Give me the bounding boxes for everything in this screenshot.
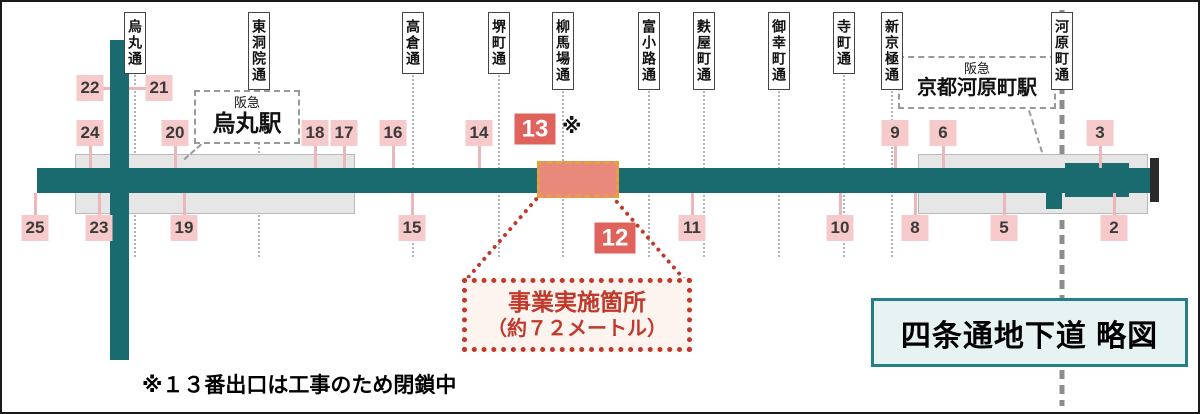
exit-stem — [477, 146, 481, 168]
station-company: 阪急 — [233, 95, 260, 110]
passage-east-end-wall — [1150, 158, 1159, 202]
street-label: 烏丸通 — [124, 12, 146, 74]
exit-stem — [838, 193, 842, 215]
exit-stem — [1002, 193, 1006, 215]
exit-stem — [1098, 146, 1102, 168]
exit-stem — [97, 193, 101, 215]
exit-stem — [342, 146, 346, 168]
callout-length: （約７２メートル） — [487, 317, 667, 340]
exit-stem — [913, 193, 917, 215]
exit-stem — [893, 146, 897, 168]
street-line — [843, 12, 845, 257]
street-label: 堺町通 — [488, 12, 510, 74]
station-name: 烏丸駅 — [212, 109, 282, 136]
street-label: 柳馬場通 — [552, 12, 574, 90]
exit-5: 5 — [990, 215, 1018, 241]
callout-title: 事業実施箇所 — [508, 289, 646, 316]
exit-stem — [129, 86, 146, 90]
station-name: 京都河原町駅 — [917, 76, 1037, 99]
street-line — [498, 12, 500, 257]
construction-callout: 事業実施箇所 （約７２メートル） — [462, 278, 692, 352]
construction-segment — [537, 161, 619, 198]
exit-stem — [88, 146, 92, 168]
map-title: 四条通地下道 略図 — [871, 298, 1188, 367]
exit-2: 2 — [1100, 215, 1128, 241]
exit-3: 3 — [1086, 120, 1114, 146]
karasuma-street-passage — [110, 40, 129, 360]
exit-10: 10 — [826, 215, 854, 241]
exit-stem — [941, 146, 945, 168]
exit-25: 25 — [21, 215, 49, 241]
exit-22: 22 — [76, 75, 104, 101]
exit-stem — [690, 193, 694, 215]
exit-19: 19 — [170, 215, 198, 241]
closed-exit-marker: ※ — [562, 116, 582, 138]
exit-9: 9 — [881, 120, 909, 146]
kawaramachi-station-label: 阪急 京都河原町駅 — [898, 56, 1056, 109]
street-label: 高倉通 — [402, 12, 424, 74]
station-company: 阪急 — [963, 61, 990, 76]
karasuma-station-label: 阪急 烏丸駅 — [194, 90, 300, 144]
exit-stem — [313, 146, 317, 168]
street-line — [648, 12, 650, 257]
exit-14: 14 — [465, 120, 493, 146]
street-label: 御幸町通 — [768, 12, 790, 90]
street-label: 富小路通 — [638, 12, 660, 90]
map-title-text: 四条通地下道 略図 — [900, 319, 1159, 353]
exit-18: 18 — [301, 120, 329, 146]
exit-stem — [103, 86, 110, 90]
street-label: 寺町通 — [833, 12, 855, 74]
exit-24: 24 — [76, 120, 104, 146]
exit-20: 20 — [161, 120, 189, 146]
exit-13-highlighted: 13 — [514, 113, 556, 145]
street-line — [562, 12, 564, 257]
passage-stub — [1046, 191, 1062, 209]
street-line — [134, 12, 136, 257]
kawaramachi-concourse — [1065, 163, 1129, 197]
exit-11: 11 — [678, 215, 706, 241]
exit-stem — [391, 146, 395, 168]
street-label: 東洞院通 — [248, 12, 270, 90]
exit-16: 16 — [379, 120, 407, 146]
street-line — [778, 12, 780, 257]
exit-stem — [182, 193, 186, 215]
exit-stem — [33, 193, 37, 215]
exit-6: 6 — [929, 120, 957, 146]
exit-12-highlighted: 12 — [594, 222, 636, 254]
exit-stem — [173, 146, 177, 168]
street-label: 麩屋町通 — [693, 12, 715, 90]
exit-8: 8 — [901, 215, 929, 241]
exit-15: 15 — [398, 215, 426, 241]
exit-23: 23 — [85, 215, 113, 241]
street-line — [703, 12, 705, 257]
exit-stem — [410, 193, 414, 215]
street-line — [412, 12, 414, 257]
exit-17: 17 — [330, 120, 358, 146]
street-label: 河原町通 — [1051, 12, 1073, 90]
exit-21: 21 — [145, 75, 173, 101]
street-label: 新京極通 — [881, 12, 903, 90]
exit-stem — [1112, 193, 1116, 215]
closure-note: ※１３番出口は工事のため閉鎖中 — [142, 374, 457, 397]
